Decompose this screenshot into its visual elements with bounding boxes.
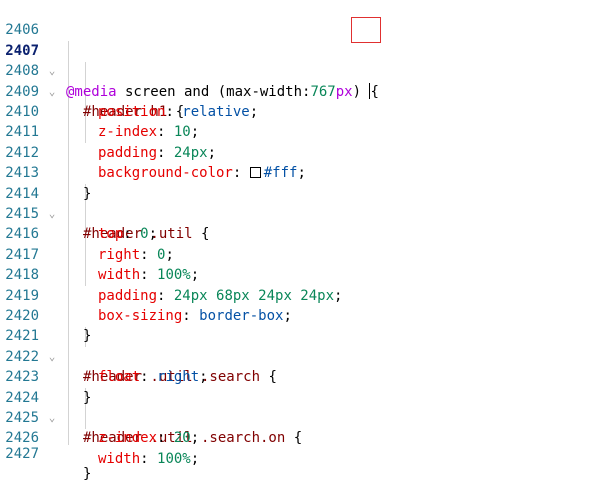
- line-number: 2419: [5, 287, 39, 304]
- code-line[interactable]: 2411 padding: 24px;: [0, 102, 600, 160]
- line-number: 2410: [5, 104, 39, 120]
- code-text: right: 0;: [98, 246, 174, 263]
- line-number: 2409: [5, 83, 39, 100]
- text-cursor: [369, 82, 371, 99]
- code-line[interactable]: 2427 }: [0, 424, 600, 482]
- code-line[interactable]: 2413 }: [0, 143, 600, 201]
- line-number: 2424: [5, 389, 39, 406]
- code-line[interactable]: 2407 ⌄ @media screen and (max-width:767p…: [0, 20, 600, 100]
- chevron-down-icon[interactable]: ⌄: [48, 411, 56, 424]
- code-text: top: 0;: [98, 226, 158, 243]
- line-number: 2426: [5, 430, 39, 447]
- highlight-box: [351, 17, 381, 43]
- line-number: 2427: [5, 446, 39, 462]
- code-line[interactable]: 2418 padding: 24px 68px 24px 24px;: [0, 245, 600, 303]
- chevron-down-icon[interactable]: ⌄: [48, 84, 56, 98]
- code-text: }: [83, 328, 92, 345]
- indent-guide-util: [85, 184, 86, 286]
- chevron-down-icon[interactable]: ⌄: [48, 349, 56, 363]
- code-line[interactable]: 2410 z-index: 10;: [0, 82, 600, 140]
- chevron-down-icon[interactable]: ⌄: [48, 207, 56, 220]
- code-text: #header .util {: [83, 226, 210, 243]
- line-number: 2407: [5, 42, 39, 59]
- code-text: }: [83, 185, 92, 202]
- code-text: z-index: 10;: [98, 124, 200, 141]
- code-text: float: right;: [98, 369, 208, 386]
- line-number: 2412: [5, 144, 39, 161]
- code-text: width: 100%;: [98, 450, 200, 467]
- line-number: 2413: [5, 165, 39, 182]
- line-number: 2416: [5, 226, 39, 243]
- color-swatch-icon[interactable]: [249, 167, 261, 179]
- code-line[interactable]: 2409 position: relative;: [0, 61, 600, 120]
- code-line[interactable]: 2421 ⌄ #header .util .search {: [0, 306, 600, 385]
- code-text: #header h1 {: [83, 104, 185, 121]
- code-text: width: 100%;: [98, 267, 200, 284]
- code-line[interactable]: 2416 right: 0;: [0, 204, 600, 262]
- code-line[interactable]: 2412 background-color: #fff;: [0, 122, 600, 181]
- code-line[interactable]: 2423 }: [0, 347, 600, 405]
- chevron-down-icon[interactable]: ⌄: [48, 64, 56, 78]
- code-text: @media screen and (max-width:767px) {: [66, 82, 379, 100]
- line-number: 2425: [5, 410, 39, 426]
- code-text: #header .util .search.on {: [83, 430, 303, 447]
- code-line[interactable]: 2417 width: 100%;: [0, 224, 600, 283]
- line-number: 2422: [5, 348, 39, 365]
- line-number: 2421: [5, 328, 39, 345]
- code-text: box-sizing: border-box;: [98, 308, 292, 324]
- code-line[interactable]: 2408 ⌄ #header h1 {: [0, 41, 600, 120]
- line-number: 2406: [5, 22, 39, 39]
- code-line[interactable]: 2414 ⌄ #header .util {: [0, 163, 600, 243]
- line-number: 2415: [5, 206, 39, 222]
- code-line[interactable]: 2415 top: 0;: [0, 184, 600, 242]
- line-number: 2420: [5, 308, 39, 324]
- line-number: 2417: [5, 246, 39, 263]
- code-line[interactable]: 2420 }: [0, 286, 600, 344]
- code-editor[interactable]: 2406 2407 ⌄ @media screen and (max-width…: [0, 0, 600, 482]
- indent-guide-outer: [68, 41, 69, 445]
- indent-guide-h1: [85, 62, 86, 143]
- code-text: position: relative;: [98, 104, 259, 120]
- code-text: z-index: 20;: [98, 430, 200, 447]
- code-text: }: [83, 466, 92, 482]
- code-text: }: [83, 389, 92, 406]
- code-line[interactable]: 2406: [0, 0, 600, 38]
- line-number: 2418: [5, 267, 39, 284]
- code-text: padding: 24px 68px 24px 24px;: [98, 287, 343, 304]
- code-text: padding: 24px;: [98, 144, 217, 161]
- code-line[interactable]: 2425 z-index: 20;: [0, 388, 600, 446]
- code-line[interactable]: 2424 ⌄ #header .util .search.on {: [0, 367, 600, 447]
- indent-guide-search-on: [85, 388, 86, 429]
- line-number: 2414: [5, 185, 39, 202]
- line-number: 2423: [5, 369, 39, 386]
- indent-guide-search: [85, 327, 86, 347]
- code-line[interactable]: 2422 float: right;: [0, 326, 600, 385]
- code-text: background-color: #fff;: [98, 165, 306, 182]
- line-number: 2408: [5, 63, 39, 80]
- code-text: #header .util .search {: [83, 369, 277, 386]
- code-line[interactable]: 2419 box-sizing: border-box;: [0, 265, 600, 324]
- line-number: 2411: [5, 124, 39, 141]
